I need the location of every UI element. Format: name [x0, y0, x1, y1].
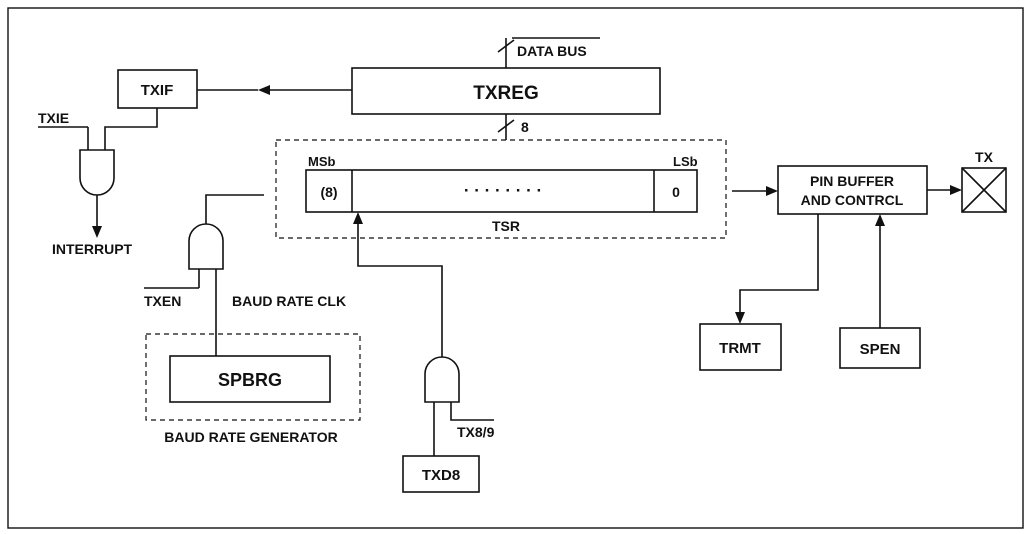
tx-pin-label: TX — [975, 149, 994, 165]
arrowhead-right-icon — [766, 186, 778, 196]
baud-rate-clk-label: BAUD RATE CLK — [232, 293, 346, 309]
pin-buffer-box — [777, 165, 928, 215]
tsr-lsb-bit: 0 — [672, 184, 680, 200]
spen-label: SPEN — [860, 341, 901, 358]
tx89-label: TX8/9 — [457, 424, 495, 440]
pin-buffer-label-line1: PIN BUFFER — [810, 173, 894, 189]
interrupt-and-gate — [79, 149, 115, 196]
data-bus-label: DATA BUS — [517, 43, 587, 59]
txif-label: TXIF — [141, 82, 174, 99]
tsr-msb-bit: (8) — [320, 184, 337, 200]
spbrg-label: SPBRG — [218, 370, 282, 390]
txif-box — [117, 69, 198, 109]
pin-buffer-label-line2: AND CONTRCL — [801, 192, 904, 208]
txd8-gate-to-tsr-wire — [357, 224, 443, 358]
spbrg-box — [169, 355, 331, 403]
txreg-box — [351, 67, 661, 115]
diagram-frame — [7, 7, 1024, 529]
baud-rate-generator-outline — [145, 333, 361, 421]
txreg-bus-slash — [497, 119, 515, 133]
data-bus-slash — [497, 39, 515, 53]
baud-clock-and-gate — [188, 223, 224, 270]
baud-clock-to-tsr-wire — [205, 194, 264, 224]
spen-box — [839, 327, 921, 369]
arrowhead-up-icon — [875, 214, 885, 226]
tx-pin-cross-icon — [961, 167, 1007, 213]
arrowhead-right-icon — [950, 185, 962, 195]
tsr-dashed-outline — [275, 139, 727, 239]
tx89-input-wire — [450, 402, 494, 421]
tsr-lsb-label: LSb — [673, 154, 698, 169]
trmt-label: TRMT — [719, 340, 761, 357]
bus-width-label: 8 — [521, 119, 529, 135]
txif-to-gate-wire — [104, 108, 158, 150]
arrowhead-left-icon — [258, 85, 270, 95]
tsr-msb-label: MSb — [308, 154, 336, 169]
txd8-label: TXD8 — [422, 467, 460, 484]
tsr-middle-bits: · · · · · · · · — [464, 181, 542, 200]
arrowhead-down-icon — [735, 312, 745, 324]
tsr-register-box — [305, 169, 698, 213]
txreg-label: TXREG — [473, 83, 538, 104]
baud-rate-generator-label: BAUD RATE GENERATOR — [164, 429, 337, 445]
trmt-box — [699, 323, 782, 371]
buffer-to-trmt-wire — [739, 214, 819, 312]
txie-label: TXIE — [38, 110, 69, 126]
arrowhead-down-icon — [92, 226, 102, 238]
txd8-and-gate — [424, 356, 460, 403]
txd8-box — [402, 455, 480, 493]
interrupt-label: INTERRUPT — [52, 241, 133, 257]
tsr-label: TSR — [492, 218, 520, 234]
arrowhead-up-icon — [353, 212, 363, 224]
txen-label: TXEN — [144, 293, 181, 309]
